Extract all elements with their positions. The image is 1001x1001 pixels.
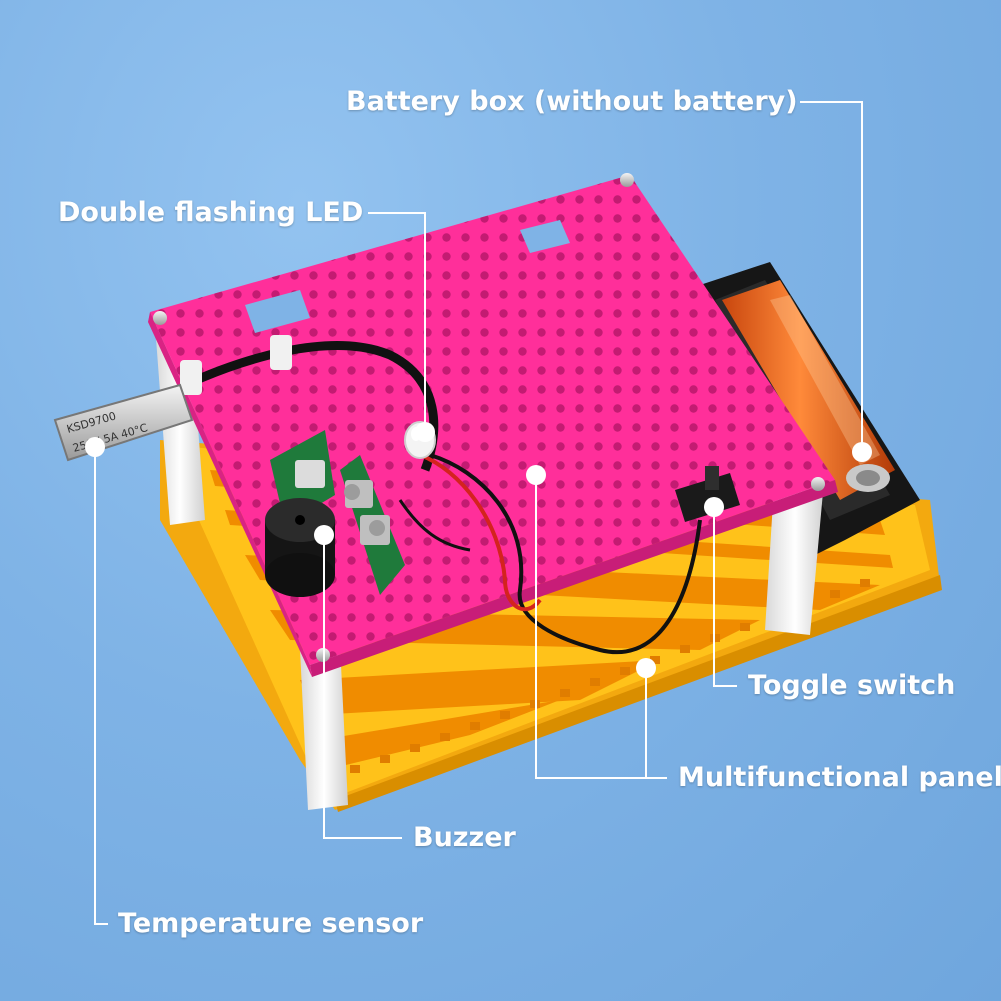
wires bbox=[180, 335, 702, 654]
battery-holder bbox=[700, 262, 920, 560]
label-temperature-sensor: Temperature sensor bbox=[118, 908, 424, 939]
label-toggle-switch: Toggle switch bbox=[748, 670, 956, 701]
label-buzzer: Buzzer bbox=[413, 822, 516, 853]
label-battery-box: Battery box (without battery) bbox=[346, 86, 798, 117]
callout-lines bbox=[94, 101, 863, 925]
label-led: Double flashing LED bbox=[58, 197, 364, 228]
label-panel: Multifunctional panel bbox=[678, 762, 1001, 793]
callout-dots bbox=[85, 422, 872, 678]
toggle-switch bbox=[675, 466, 740, 522]
